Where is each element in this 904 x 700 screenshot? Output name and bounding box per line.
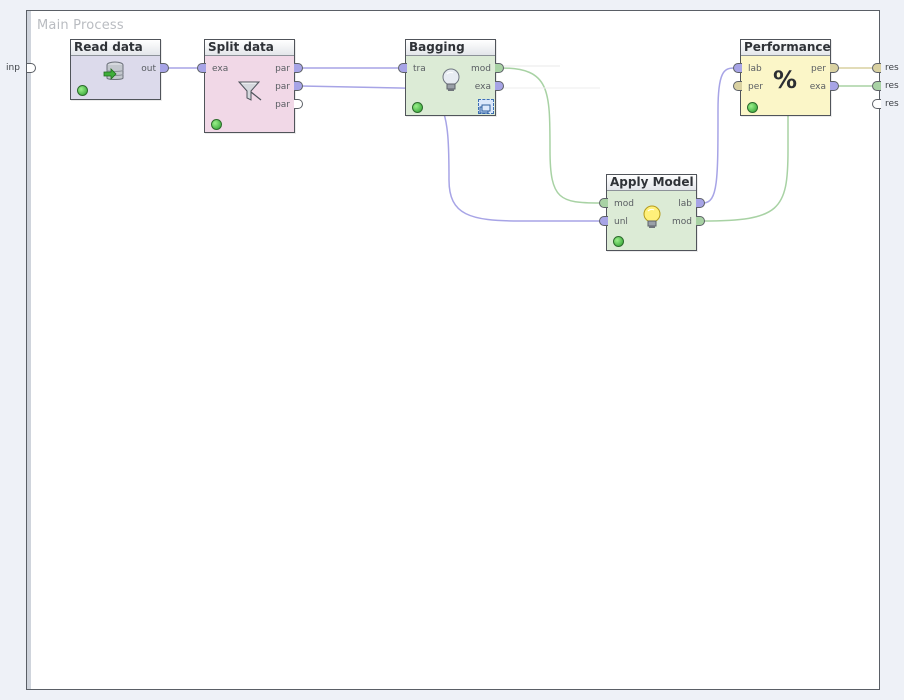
operator-bagging[interactable]: Bagging tra mod exa <box>405 39 496 116</box>
port-label-par-2: par <box>275 82 290 92</box>
bagging-model-out-port[interactable] <box>495 63 504 73</box>
port-label-tra: tra <box>413 64 426 74</box>
status-indicator <box>77 85 88 96</box>
operator-split-data[interactable]: Split data exa par par par <box>204 39 295 133</box>
status-indicator <box>412 102 423 113</box>
port-label-lab: lab <box>748 64 762 74</box>
process-title: Main Process <box>37 18 124 33</box>
apply-model-labelled-out-port[interactable] <box>696 198 705 208</box>
apply-model-unlabelled-in-port[interactable] <box>599 216 608 226</box>
operator-title: Bagging <box>406 40 495 56</box>
port-label-exa: exa <box>809 82 826 92</box>
lightbulb-lit-icon <box>641 204 663 234</box>
split-data-out-port-1[interactable] <box>294 63 303 73</box>
operator-title: Read data <box>71 40 160 56</box>
operator-title: Split data <box>205 40 294 56</box>
lightbulb-icon <box>440 67 462 97</box>
port-label-lab: lab <box>678 199 692 209</box>
split-data-out-port-2[interactable] <box>294 81 303 91</box>
subprocess-icon[interactable] <box>478 99 494 114</box>
outer-result-label-2: res <box>885 81 899 91</box>
port-label-par-3: par <box>275 100 290 110</box>
port-label-per-out: per <box>811 64 826 74</box>
status-indicator <box>747 102 758 113</box>
outer-result-port-1[interactable] <box>872 63 881 73</box>
performance-per-in-port[interactable] <box>733 81 742 91</box>
apply-model-model-out-port[interactable] <box>696 216 705 226</box>
outer-result-label-3: res <box>885 99 899 109</box>
operator-apply-model[interactable]: Apply Model mod unl lab mod <box>606 174 697 251</box>
port-label-par-1: par <box>275 64 290 74</box>
operator-read-data[interactable]: Read data out <box>70 39 161 100</box>
database-icon <box>102 60 126 88</box>
split-data-out-port-3[interactable] <box>294 99 303 109</box>
operator-performance[interactable]: Performance lab per per exa % <box>740 39 831 116</box>
outer-result-port-3[interactable] <box>872 99 881 109</box>
performance-labelled-in-port[interactable] <box>733 63 742 73</box>
read-data-out-port[interactable] <box>160 63 169 73</box>
status-indicator <box>613 236 624 247</box>
outer-input-port[interactable] <box>27 63 36 73</box>
percent-icon: % <box>773 66 798 94</box>
port-label-per: per <box>748 82 763 92</box>
apply-model-model-in-port[interactable] <box>599 198 608 208</box>
port-label-mod: mod <box>471 64 491 74</box>
port-label-mod: mod <box>614 199 634 209</box>
outer-result-label-1: res <box>885 63 899 73</box>
port-label-unl: unl <box>614 217 628 227</box>
operator-title: Apply Model <box>607 175 696 191</box>
status-indicator <box>211 119 222 130</box>
bagging-example-out-port[interactable] <box>495 81 504 91</box>
port-label-exa: exa <box>212 64 229 74</box>
performance-per-out-port[interactable] <box>830 63 839 73</box>
bagging-in-port[interactable] <box>398 63 407 73</box>
funnel-icon <box>237 78 263 108</box>
outer-result-port-2[interactable] <box>872 81 881 91</box>
port-label-mod-out: mod <box>672 217 692 227</box>
outer-input-label: inp <box>6 63 20 73</box>
operator-title: Performance <box>741 40 830 56</box>
split-data-in-port[interactable] <box>197 63 206 73</box>
port-label-out: out <box>141 64 156 74</box>
performance-example-out-port[interactable] <box>830 81 839 91</box>
port-label-exa: exa <box>474 82 491 92</box>
